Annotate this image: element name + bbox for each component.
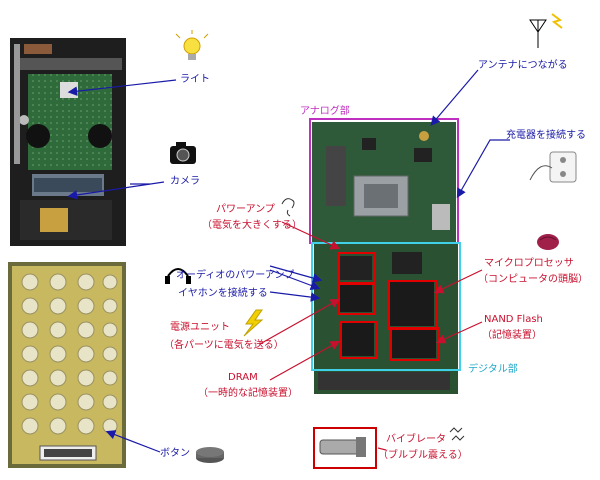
vibrator-photo [313,427,377,469]
label-dram-desc: （一時的な記憶装置） [198,388,298,399]
label-nand-title: NAND Flash [484,314,543,325]
plug-outlet-icon [529,151,577,183]
label-charger: 充電器を接続する [506,130,586,141]
label-power-amp-title: パワーアンプ [216,204,275,215]
label-analog-section: アナログ部 [300,106,350,117]
label-antenna: アンテナにつながる [478,60,568,71]
label-digital-section: デジタル部 [468,364,518,375]
keypad-dome-grid [21,273,118,435]
keypad-board-photo [8,262,126,468]
button-icon [196,447,224,463]
phone-board-photo [10,38,126,246]
label-light: ライト [180,74,210,85]
antenna-icon [529,13,563,48]
label-power-amp-desc: （電気を大きくする） [202,220,302,231]
dram-chip [339,321,377,359]
camera-icon [170,142,196,164]
label-microprocessor-desc: （コンピュータの頭脳） [478,274,588,285]
chip-outlines [337,252,439,361]
label-microprocessor-title: マイクロプロセッサ [484,258,574,269]
label-vibrator-title: バイブレータ [386,434,446,445]
label-earphone: イヤホンを接続する [178,288,268,299]
label-camera: カメラ [170,176,200,187]
label-power-unit-title: 電源ユニット [170,322,230,333]
label-nand-desc: （記憶装置） [482,330,542,341]
analog-board-photo [312,122,456,242]
lightning-icon [243,309,264,337]
red-arrows [259,221,483,451]
nand-flash-chip [389,327,439,361]
label-dram-title: DRAM [228,372,258,383]
brain-icon [537,234,559,250]
label-audio-amp: オーディオのパワーアンプ [176,270,295,281]
lightbulb-icon [175,30,209,60]
vibration-icon [449,427,465,441]
label-power-unit-desc: （各パーツに電気を送る） [164,340,284,351]
digital-section-border [311,242,461,371]
label-vibrator-desc: （ブルブル震える） [378,450,468,461]
label-button: ボタン [160,448,190,459]
blue-arrows [67,69,510,453]
hand-icon [281,198,295,217]
headphone-icon [165,268,191,284]
